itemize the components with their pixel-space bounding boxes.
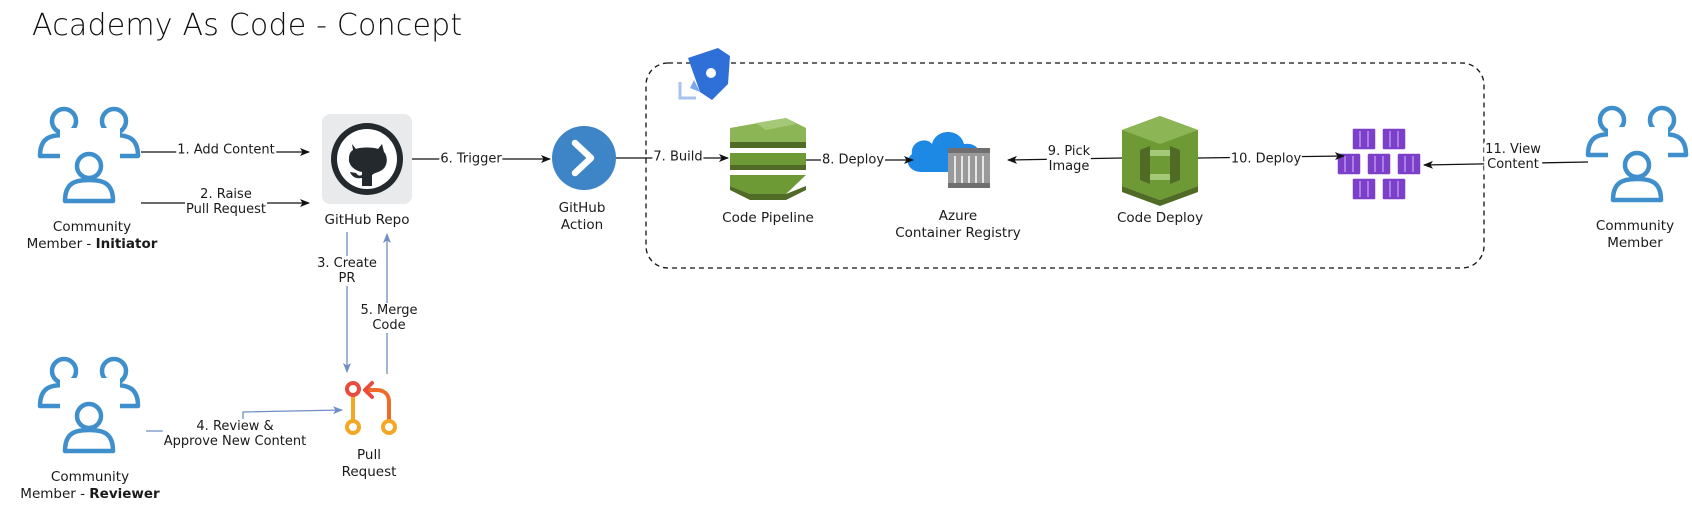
code-deploy-label: Code Deploy: [1116, 210, 1204, 226]
page-title: Academy As Code - Concept: [32, 8, 463, 43]
reviewer-label: Community Member - Reviewer: [20, 469, 160, 502]
edge-label-build: 7. Build: [652, 149, 704, 165]
github-icon: [322, 114, 412, 204]
azure-devops-boundary: [645, 62, 1485, 269]
code-pipeline-label: Code Pipeline: [722, 210, 814, 226]
viewer-label: Community Member: [1595, 218, 1675, 251]
github-action-label: GitHub Action: [558, 200, 606, 233]
users-icon: [40, 109, 138, 201]
azure-devops-pipelines-icon: [678, 48, 730, 100]
container-registry-label: Azure Container Registry: [895, 208, 1021, 241]
edge-label-deploy-registry: 8. Deploy: [820, 152, 886, 168]
github-repo-label: GitHub Repo: [324, 212, 410, 228]
pull-request-icon: [345, 381, 397, 435]
azure-container-registry-icon: [907, 132, 990, 188]
edge-label-add-content: 1. Add Content: [176, 142, 276, 158]
initiator-label: Community Member - Initiator: [26, 219, 158, 252]
users-icon: [1588, 108, 1686, 200]
github-action-icon: [552, 126, 616, 190]
code-deploy-icon: [1122, 116, 1198, 206]
edge-label-deploy-k8s: 10. Deploy: [1229, 151, 1303, 167]
edge-label-trigger: 6. Trigger: [439, 151, 503, 167]
users-icon: [40, 359, 138, 451]
kubernetes-pods-icon: [1336, 127, 1422, 201]
pull-request-label: Pull Request: [341, 447, 397, 480]
edge-label-review: 4. Review &Approve New Content: [162, 419, 308, 449]
code-pipeline-icon: [730, 118, 806, 200]
